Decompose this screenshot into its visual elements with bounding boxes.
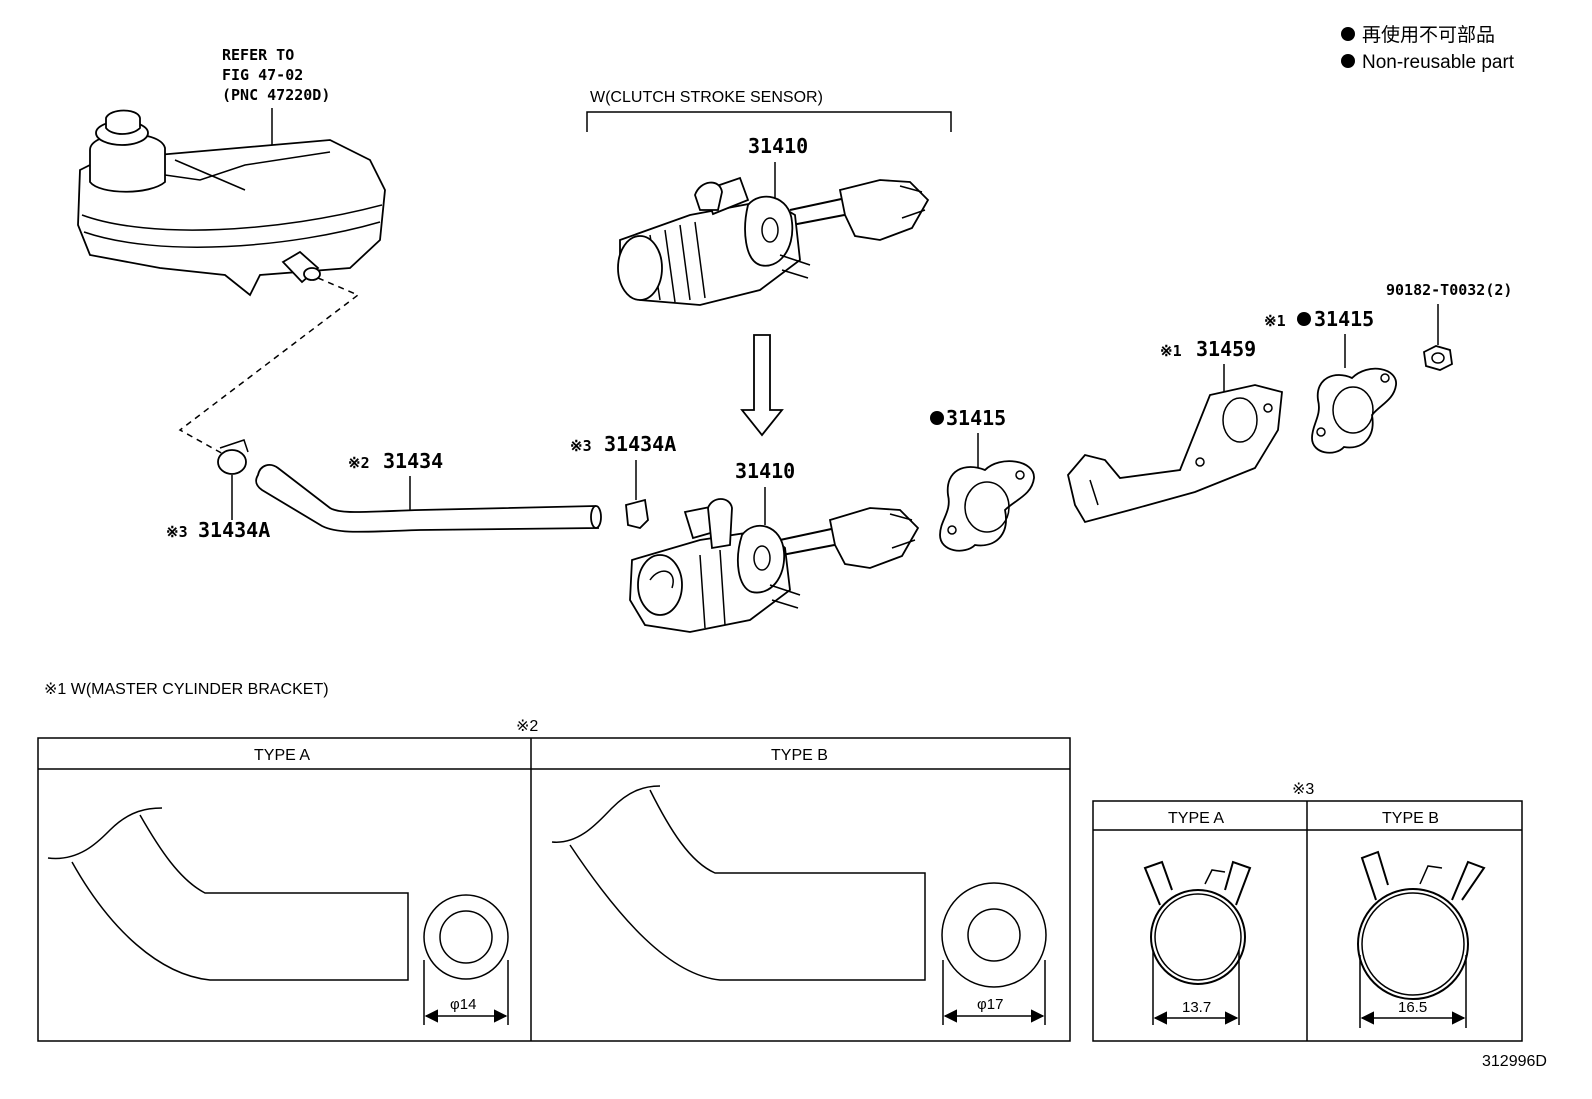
box3-type-b: TYPE B [1382, 810, 1439, 827]
nut-90182: 90182-T0032(2) [1386, 281, 1512, 371]
box3-dim-a: 13.7 [1182, 999, 1211, 1016]
refer-line-1: REFER TO [222, 46, 294, 64]
assembly-arrow [740, 334, 784, 437]
part-31410-top-label: 31410 [748, 134, 808, 158]
reservoir-reference: REFER TO FIG 47-02 (PNC 47220D) [222, 46, 330, 150]
box3-dim-b: 16.5 [1398, 999, 1427, 1016]
hose-type-b-drawing: φ17 [551, 785, 1047, 1025]
box2-type-a: TYPE A [254, 747, 310, 764]
box3-mark: ※3 [1292, 781, 1314, 798]
legend-japanese: 再使用不可部品 [1362, 24, 1495, 46]
gasket-31415-mid: 31415 [930, 406, 1035, 552]
bullet-icon [1341, 54, 1355, 68]
refer-line-2: FIG 47-02 [222, 66, 303, 84]
hose-31434: ※2 31434 [255, 449, 602, 533]
part-31459-note: ※1 [1160, 342, 1182, 360]
clamp-type-box: ※3 TYPE A TYPE B 13.7 16.5 [1092, 781, 1523, 1042]
clamp-left: ※3 31434A [166, 439, 270, 542]
hose-type-a-drawing: φ14 [47, 807, 509, 1025]
part-31459-label: 31459 [1196, 337, 1256, 361]
part-31415-right-label: 31415 [1314, 307, 1374, 331]
part-31415-mid-label: 31415 [946, 406, 1006, 430]
refer-line-3: (PNC 47220D) [222, 86, 330, 104]
part-31434a-left-note: ※3 [166, 523, 188, 541]
part-31434a-left-label: 31434A [198, 518, 270, 542]
clamp-type-a-drawing: 13.7 [1143, 860, 1252, 1025]
part-90182-label: 90182-T0032(2) [1386, 281, 1512, 299]
part-31415-right-note: ※1 [1264, 312, 1286, 330]
bullet-icon [1341, 27, 1355, 41]
non-reusable-marker-icon [1297, 312, 1311, 326]
clutch-stroke-sensor-label: W(CLUTCH STROKE SENSOR) [590, 89, 823, 106]
part-31410-bottom-label: 31410 [735, 459, 795, 483]
clamp-right: ※3 31434A [570, 432, 676, 529]
legend: 再使用不可部品 Non-reusable part [1341, 24, 1515, 73]
gasket-31415-right: ※1 31415 [1264, 307, 1397, 454]
part-31434-note: ※2 [348, 454, 370, 472]
hose-type-box: ※2 TYPE A TYPE B φ14 φ17 [37, 718, 1071, 1042]
part-31434-label: 31434 [383, 449, 443, 473]
note-master-cylinder-bracket: ※1 W(MASTER CYLINDER BRACKET) [44, 681, 329, 698]
figure-code: 312996D [1482, 1053, 1547, 1070]
reservoir-tank [77, 109, 386, 297]
master-cylinder-bottom: 31410 [629, 459, 920, 633]
clamp-type-b-drawing: 16.5 [1357, 850, 1486, 1028]
box2-dim-a: φ14 [450, 996, 476, 1013]
part-31434a-right-label: 31434A [604, 432, 676, 456]
non-reusable-marker-icon [930, 411, 944, 425]
legend-english: Non-reusable part [1362, 52, 1515, 73]
box2-mark: ※2 [516, 718, 538, 735]
master-cylinder-top: 31410 [617, 134, 930, 306]
part-31434a-right-note: ※3 [570, 437, 592, 455]
clutch-stroke-sensor-group: W(CLUTCH STROKE SENSOR) [586, 89, 952, 132]
reservoir-hose-path [178, 277, 360, 456]
box3-type-a: TYPE A [1168, 810, 1224, 827]
box2-type-b: TYPE B [771, 747, 828, 764]
box2-dim-b: φ17 [977, 996, 1003, 1013]
bracket-31459: ※1 31459 [1067, 337, 1283, 524]
